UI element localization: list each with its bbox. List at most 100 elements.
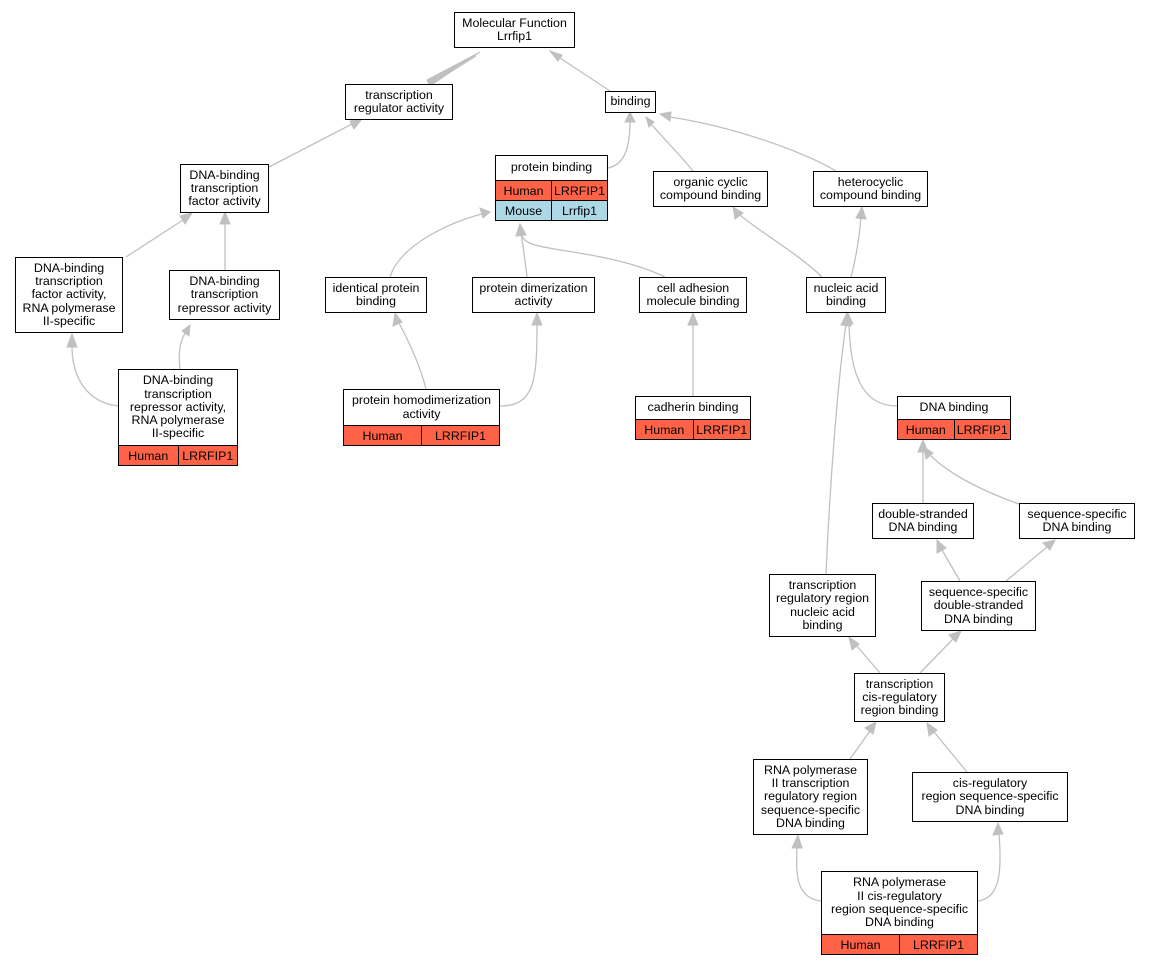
node-cell-adhesion-molecule-binding[interactable]: cell adhesion molecule binding bbox=[639, 277, 747, 313]
edge-arrowhead bbox=[687, 311, 699, 326]
species-row-human: Human LRRFIP1 bbox=[636, 419, 750, 439]
gene-symbol: LRRFIP1 bbox=[692, 420, 751, 439]
edge-arrowhead bbox=[948, 630, 962, 643]
edge-line bbox=[389, 213, 483, 278]
node-binding[interactable]: binding bbox=[605, 91, 656, 113]
edge-arrowhead bbox=[181, 323, 191, 337]
edge-arrowhead bbox=[848, 635, 860, 651]
node-label: cell adhesion molecule binding bbox=[646, 280, 740, 308]
node-sequence-specific-dna-binding[interactable]: sequence-specific DNA binding bbox=[1019, 503, 1135, 539]
node-label: DNA-binding transcription factor activit… bbox=[188, 167, 261, 209]
edge-arrowhead bbox=[531, 311, 543, 326]
edge-arrowhead bbox=[66, 332, 78, 348]
node-label: double-stranded DNA binding bbox=[878, 506, 968, 534]
edge-line bbox=[739, 214, 823, 278]
edge-arrowhead bbox=[855, 205, 867, 220]
edge-arrowhead bbox=[1042, 539, 1056, 551]
edge-arrowhead bbox=[219, 210, 231, 225]
node-nucleic-acid-binding[interactable]: nucleic acid binding bbox=[806, 277, 886, 313]
edge-line bbox=[607, 119, 631, 169]
edge-line bbox=[825, 323, 847, 575]
node-pol2-cis-regulatory-region-dna-binding[interactable]: RNA polymerase II cis-regulatory region … bbox=[821, 871, 978, 955]
edge-arrowhead bbox=[840, 311, 852, 327]
gene-symbol: LRRFIP1 bbox=[177, 446, 238, 465]
node-double-stranded-dna-binding[interactable]: double-stranded DNA binding bbox=[872, 503, 974, 539]
node-transcription-cis-regulatory-region-binding[interactable]: transcription cis-regulatory region bind… bbox=[854, 673, 945, 722]
species-name: Human bbox=[362, 428, 403, 443]
edge-line bbox=[520, 232, 666, 278]
edge-arrowhead bbox=[349, 118, 364, 130]
species-name: Human bbox=[128, 448, 169, 463]
node-dna-binding-transcription-factor-activity[interactable]: DNA-binding transcription factor activit… bbox=[180, 164, 269, 213]
node-dna-binding-tf-activity-pol2[interactable]: DNA-binding transcription factor activit… bbox=[15, 257, 123, 333]
node-transcription-regulator-activity[interactable]: transcription regulator activity bbox=[345, 84, 453, 120]
node-label: binding bbox=[610, 94, 651, 109]
node-label: nucleic acid binding bbox=[813, 280, 879, 308]
node-label: sequence-specific double-stranded DNA bi… bbox=[928, 585, 1029, 626]
node-organic-cyclic-compound-binding[interactable]: organic cyclic compound binding bbox=[653, 171, 768, 207]
edge-line bbox=[125, 219, 184, 258]
gene-symbol: LRRFIP1 bbox=[953, 420, 1011, 439]
node-identical-protein-binding[interactable]: identical protein binding bbox=[325, 277, 427, 313]
node-transcription-regulatory-region-nucleic-acid-binding[interactable]: transcription regulatory region nucleic … bbox=[769, 574, 876, 637]
edge-arrowhead bbox=[179, 212, 194, 225]
node-label: DNA-binding transcription repressor acti… bbox=[177, 274, 272, 315]
node-label: RNA polymerase II transcription regulato… bbox=[760, 762, 861, 830]
species-name: Human bbox=[644, 422, 685, 437]
edge-arrowhead bbox=[864, 721, 877, 735]
node-label: Molecular Function Lrrfip1 bbox=[462, 15, 567, 43]
edge-line bbox=[848, 322, 898, 407]
species-row-human: Human LRRFIP1 bbox=[119, 445, 237, 465]
node-label: transcription cis-regulatory region bind… bbox=[860, 676, 939, 718]
species-name: Human bbox=[905, 422, 946, 437]
edge-arrowhead bbox=[645, 115, 655, 128]
node-label: DNA-binding transcription repressor acti… bbox=[129, 373, 227, 441]
edge-arrowhead bbox=[479, 207, 491, 219]
edge-arrowhead bbox=[624, 110, 636, 123]
edge-line bbox=[71, 345, 119, 407]
species-name: Human bbox=[503, 183, 544, 198]
edge-line bbox=[919, 638, 954, 674]
edge-line bbox=[941, 549, 961, 582]
node-label: cis-regulatory region sequence-specific … bbox=[921, 776, 1059, 817]
edge-line bbox=[651, 124, 694, 172]
edge-arrowhead bbox=[923, 445, 934, 460]
species-name: Mouse bbox=[504, 203, 543, 218]
node-label: transcription regulatory region nucleic … bbox=[776, 577, 869, 632]
node-cis-regulatory-region-sequence-specific-dna-binding[interactable]: cis-regulatory region sequence-specific … bbox=[912, 772, 1068, 822]
edge-arrowhead bbox=[791, 833, 803, 849]
edge-line bbox=[795, 846, 822, 902]
node-pol2-transcription-regulatory-region-dna-binding[interactable]: RNA polymerase II transcription regulato… bbox=[753, 759, 868, 835]
node-dna-binding-transcription-repressor-activity[interactable]: DNA-binding transcription repressor acti… bbox=[169, 270, 280, 320]
node-label: DNA-binding transcription factor activit… bbox=[22, 260, 116, 328]
node-dna-binding-repressor-activity-pol2[interactable]: DNA-binding transcription repressor acti… bbox=[118, 369, 238, 466]
node-label: protein dimerization activity bbox=[479, 280, 588, 308]
edge-arrowhead bbox=[515, 222, 527, 237]
node-label: transcription regulator activity bbox=[353, 87, 445, 115]
node-label: sequence-specific DNA binding bbox=[1027, 506, 1127, 534]
node-sequence-specific-double-stranded-dna-binding[interactable]: sequence-specific double-stranded DNA bi… bbox=[921, 581, 1036, 631]
edge-arrowhead bbox=[926, 721, 938, 737]
node-molecular-function[interactable]: Molecular Function Lrrfip1 bbox=[454, 12, 575, 48]
node-label: protein binding bbox=[510, 160, 593, 175]
node-label: DNA binding bbox=[919, 400, 989, 415]
species-row-human: Human LRRFIP1 bbox=[898, 419, 1010, 439]
node-label: identical protein binding bbox=[332, 280, 420, 308]
edge-line bbox=[178, 331, 187, 370]
edge-arrowhead bbox=[936, 538, 947, 554]
node-heterocyclic-compound-binding[interactable]: heterocyclic compound binding bbox=[813, 171, 928, 207]
edge-arrowhead bbox=[426, 51, 481, 87]
edge-line bbox=[933, 731, 968, 773]
node-label: heterocyclic compound binding bbox=[819, 174, 922, 202]
node-protein-dimerization-activity[interactable]: protein dimerization activity bbox=[472, 277, 595, 313]
node-label: protein homodimerization activity bbox=[351, 393, 492, 421]
